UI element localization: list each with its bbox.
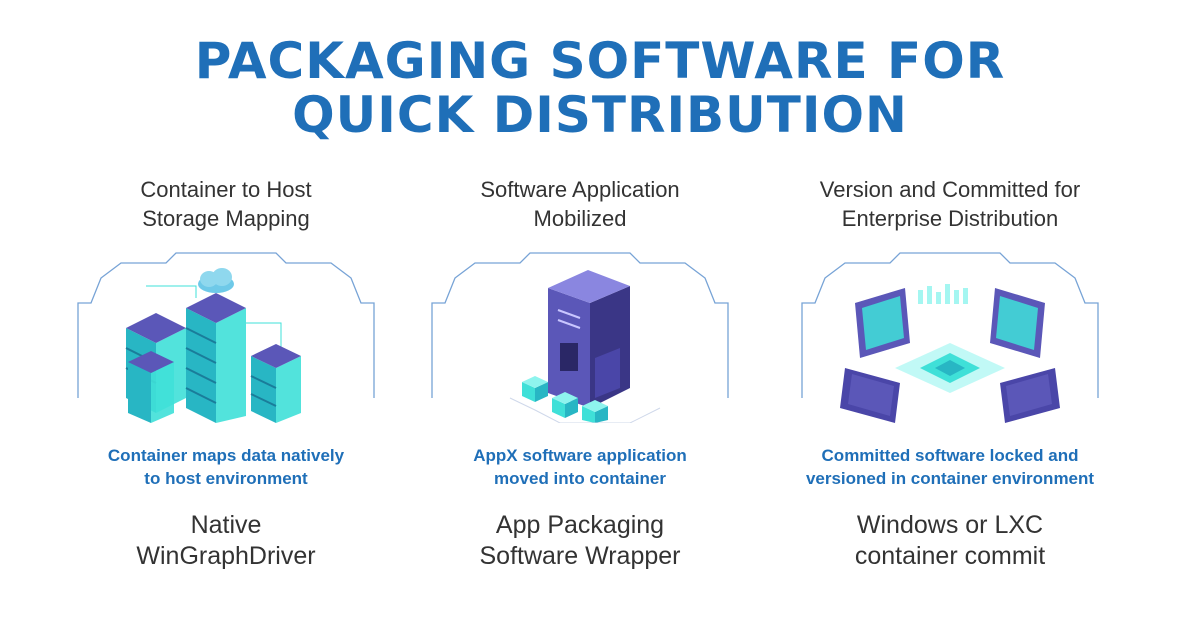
laptops-chip-icon	[801, 252, 1099, 423]
column-storage-mapping: Container to Host Storage Mapping	[56, 175, 396, 605]
column-technology: App Packaging Software Wrapper	[410, 510, 750, 572]
column-technology-line-2: Software Wrapper	[479, 542, 681, 570]
column-technology-line-1: App Packaging	[495, 511, 665, 539]
column-heading-line-1: Container to Host	[140, 177, 312, 202]
server-tower-boxes-icon	[431, 252, 729, 423]
column-technology-line-2: container commit	[854, 542, 1046, 570]
column-heading: Version and Committed for Enterprise Dis…	[780, 175, 1120, 233]
column-heading-line-1: Software Application	[480, 177, 680, 202]
column-description-line-1: Container maps data natively	[107, 446, 345, 465]
column-description: Committed software locked and versioned …	[770, 444, 1130, 490]
column-technology-line-1: Windows or LXC	[856, 511, 1044, 539]
column-description: AppX software application moved into con…	[400, 444, 760, 490]
column-description-line-2: versioned in container environment	[805, 469, 1095, 488]
column-technology: Native WinGraphDriver	[56, 510, 396, 572]
column-heading-line-2: Mobilized	[533, 206, 627, 231]
column-technology-line-1: Native	[190, 511, 262, 539]
column-enterprise-distribution: Version and Committed for Enterprise Dis…	[780, 175, 1120, 605]
page-title-line-2: QUICK DISTRIBUTION	[292, 86, 908, 144]
column-software-mobilized: Software Application Mobilized A	[410, 175, 750, 605]
column-description: Container maps data natively to host env…	[46, 444, 406, 490]
column-technology: Windows or LXC container commit	[780, 510, 1120, 572]
column-description-line-1: AppX software application	[473, 446, 687, 465]
column-heading: Software Application Mobilized	[410, 175, 750, 233]
column-technology-line-2: WinGraphDriver	[136, 542, 316, 570]
column-heading-line-2: Enterprise Distribution	[841, 206, 1059, 231]
column-description-line-1: Committed software locked and	[821, 446, 1079, 465]
column-description-line-2: moved into container	[494, 469, 666, 488]
column-description-line-2: to host environment	[144, 469, 308, 488]
column-heading-line-1: Version and Committed for	[819, 177, 1081, 202]
server-stacks-cloud-icon	[77, 252, 375, 423]
column-heading: Container to Host Storage Mapping	[56, 175, 396, 233]
page-title: PACKAGING SOFTWARE FOR QUICK DISTRIBUTIO…	[0, 34, 1200, 142]
column-heading-line-2: Storage Mapping	[142, 206, 310, 231]
page-title-line-1: PACKAGING SOFTWARE FOR	[194, 32, 1006, 90]
